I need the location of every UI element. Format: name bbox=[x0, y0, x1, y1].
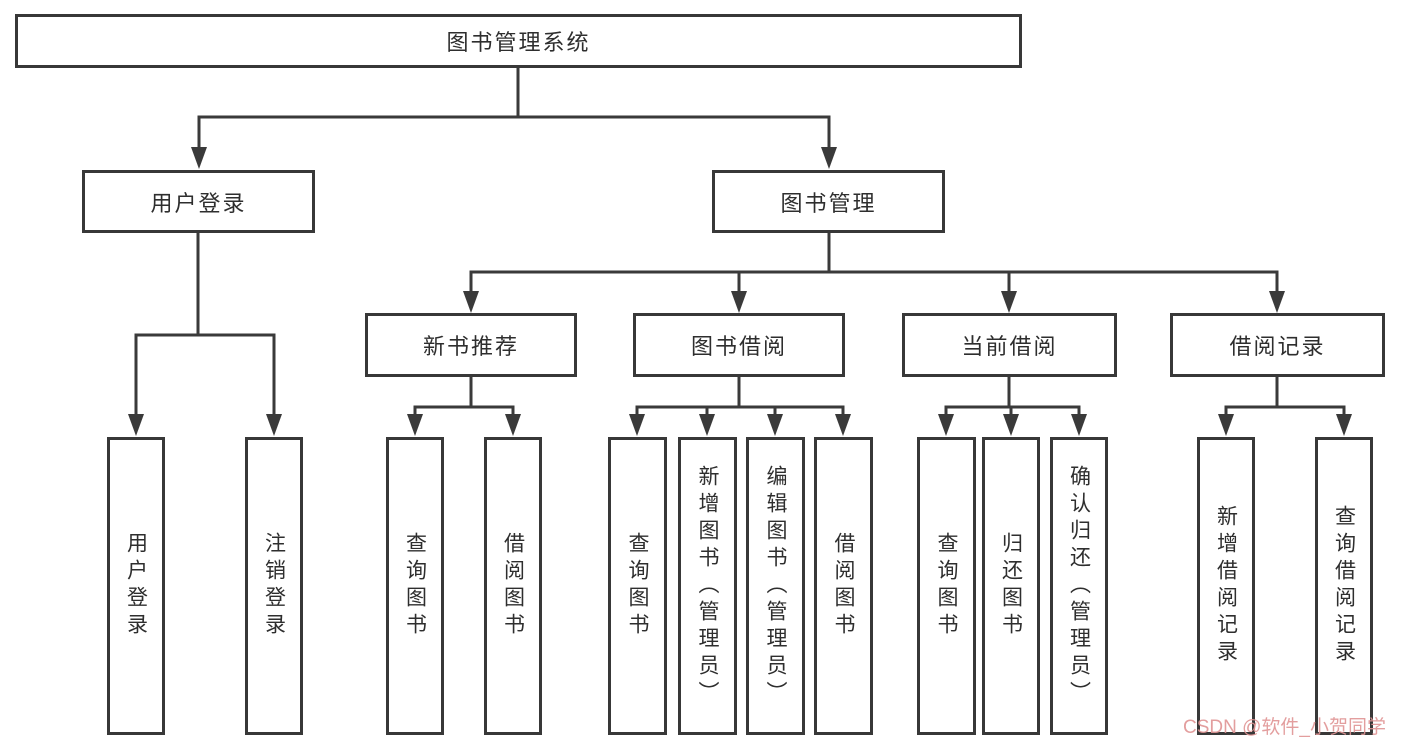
node-borrow-records: 借阅记录 bbox=[1170, 313, 1385, 377]
leaf-current-query: 查询图书 bbox=[917, 437, 976, 735]
leaf-query-borrow-record-label: 查询借阅记录 bbox=[1332, 505, 1356, 667]
connector-current-borrow-children bbox=[938, 377, 1087, 436]
leaf-confirm-return-admin: 确认归还（管理员） bbox=[1050, 437, 1108, 735]
leaf-newbooks-query: 查询图书 bbox=[386, 437, 444, 735]
leaf-borrow-query-label: 查询图书 bbox=[626, 532, 649, 640]
leaf-add-borrow-record: 新增借阅记录 bbox=[1197, 437, 1255, 735]
leaf-return-book: 归还图书 bbox=[982, 437, 1040, 735]
leaf-newbooks-borrow: 借阅图书 bbox=[484, 437, 542, 735]
connector-borrow-records-children bbox=[1218, 377, 1352, 436]
leaf-logout: 注销登录 bbox=[245, 437, 303, 735]
csdn-watermark: CSDN @软件_小贺同学 bbox=[1183, 717, 1386, 738]
node-user-login: 用户登录 bbox=[82, 170, 315, 233]
connector-user-login-children bbox=[128, 233, 282, 436]
node-book-borrow: 图书借阅 bbox=[633, 313, 845, 377]
connector-book-mgmt-to-level2 bbox=[463, 233, 1285, 313]
leaf-newbooks-query-label: 查询图书 bbox=[403, 532, 427, 640]
leaf-borrow-edit-admin-label: 编辑图书（管理员） bbox=[764, 464, 787, 708]
node-new-book-recommend: 新书推荐 bbox=[365, 313, 577, 377]
leaf-logout-label: 注销登录 bbox=[262, 532, 286, 640]
connector-book-borrow-children bbox=[629, 377, 851, 436]
node-book-management: 图书管理 bbox=[712, 170, 945, 233]
leaf-user-login-label: 用户登录 bbox=[124, 532, 148, 640]
node-current-borrow: 当前借阅 bbox=[902, 313, 1117, 377]
connector-root-to-level1 bbox=[191, 68, 837, 169]
leaf-borrow-book-label: 借阅图书 bbox=[832, 532, 855, 640]
leaf-borrow-book: 借阅图书 bbox=[814, 437, 873, 735]
leaf-user-login: 用户登录 bbox=[107, 437, 165, 735]
leaf-query-borrow-record: 查询借阅记录 bbox=[1315, 437, 1373, 735]
leaf-borrow-add-admin: 新增图书（管理员） bbox=[678, 437, 737, 735]
leaf-add-borrow-record-label: 新增借阅记录 bbox=[1214, 505, 1238, 667]
leaf-confirm-return-admin-label: 确认归还（管理员） bbox=[1067, 464, 1091, 708]
leaf-newbooks-borrow-label: 借阅图书 bbox=[501, 532, 525, 640]
node-root-system: 图书管理系统 bbox=[15, 14, 1022, 68]
connector-new-books-children bbox=[407, 377, 521, 436]
leaf-borrow-edit-admin: 编辑图书（管理员） bbox=[746, 437, 805, 735]
leaf-current-query-label: 查询图书 bbox=[935, 532, 958, 640]
leaf-borrow-add-admin-label: 新增图书（管理员） bbox=[696, 464, 719, 708]
leaf-return-book-label: 归还图书 bbox=[999, 532, 1023, 640]
leaf-borrow-query: 查询图书 bbox=[608, 437, 667, 735]
